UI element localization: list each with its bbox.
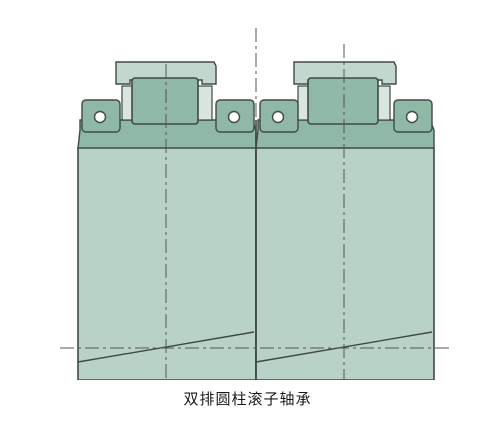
right-body [255, 129, 435, 380]
bolt-hole-icon [227, 110, 241, 124]
figure-caption: 双排圆柱滚子轴承 [183, 390, 312, 408]
left-body [77, 129, 257, 380]
bolt-hole-icon [93, 110, 107, 124]
bearing-diagram [60, 28, 452, 380]
left-roller [131, 77, 199, 125]
bolt-hole-icon [405, 110, 419, 124]
bolt-hole-icon [271, 110, 285, 124]
right-bearing-unit [255, 61, 435, 380]
left-bearing-unit [77, 61, 257, 380]
right-roller [307, 77, 379, 125]
